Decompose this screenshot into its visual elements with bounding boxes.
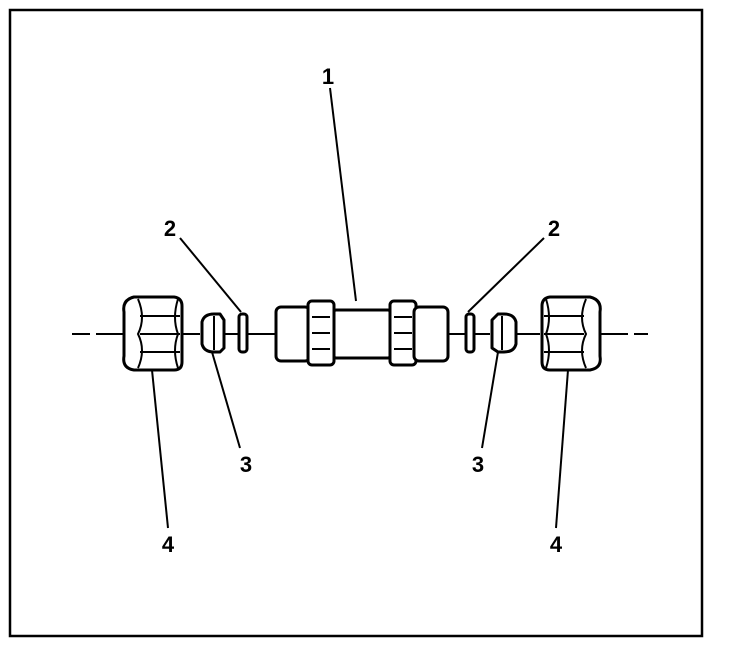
- callout-sleeve-left: 3: [240, 452, 252, 477]
- callout-fitting: 1: [322, 64, 334, 89]
- leader-nut-right: [555, 369, 569, 529]
- leader-lines: [151, 87, 569, 529]
- left-nut: [122, 295, 184, 372]
- callout-o-ring-right: 2: [548, 216, 560, 241]
- leader-o-ring-right: [467, 237, 545, 313]
- callout-nut-right: 4: [550, 532, 563, 557]
- callout-o-ring-left: 2: [164, 216, 176, 241]
- leader-fitting: [329, 87, 357, 302]
- leader-sleeve-left: [211, 351, 241, 449]
- leader-sleeve-right: [481, 351, 499, 449]
- leader-o-ring-left: [179, 237, 242, 313]
- leader-nut-left: [151, 369, 169, 529]
- right-o-ring: [464, 312, 476, 354]
- callout-sleeve-right: 3: [472, 452, 484, 477]
- left-sleeve: [200, 312, 226, 354]
- right-sleeve: [490, 312, 518, 354]
- right-nut: [540, 295, 602, 372]
- callout-nut-left: 4: [162, 532, 175, 557]
- union-fitting: [274, 299, 450, 367]
- left-o-ring: [237, 312, 249, 354]
